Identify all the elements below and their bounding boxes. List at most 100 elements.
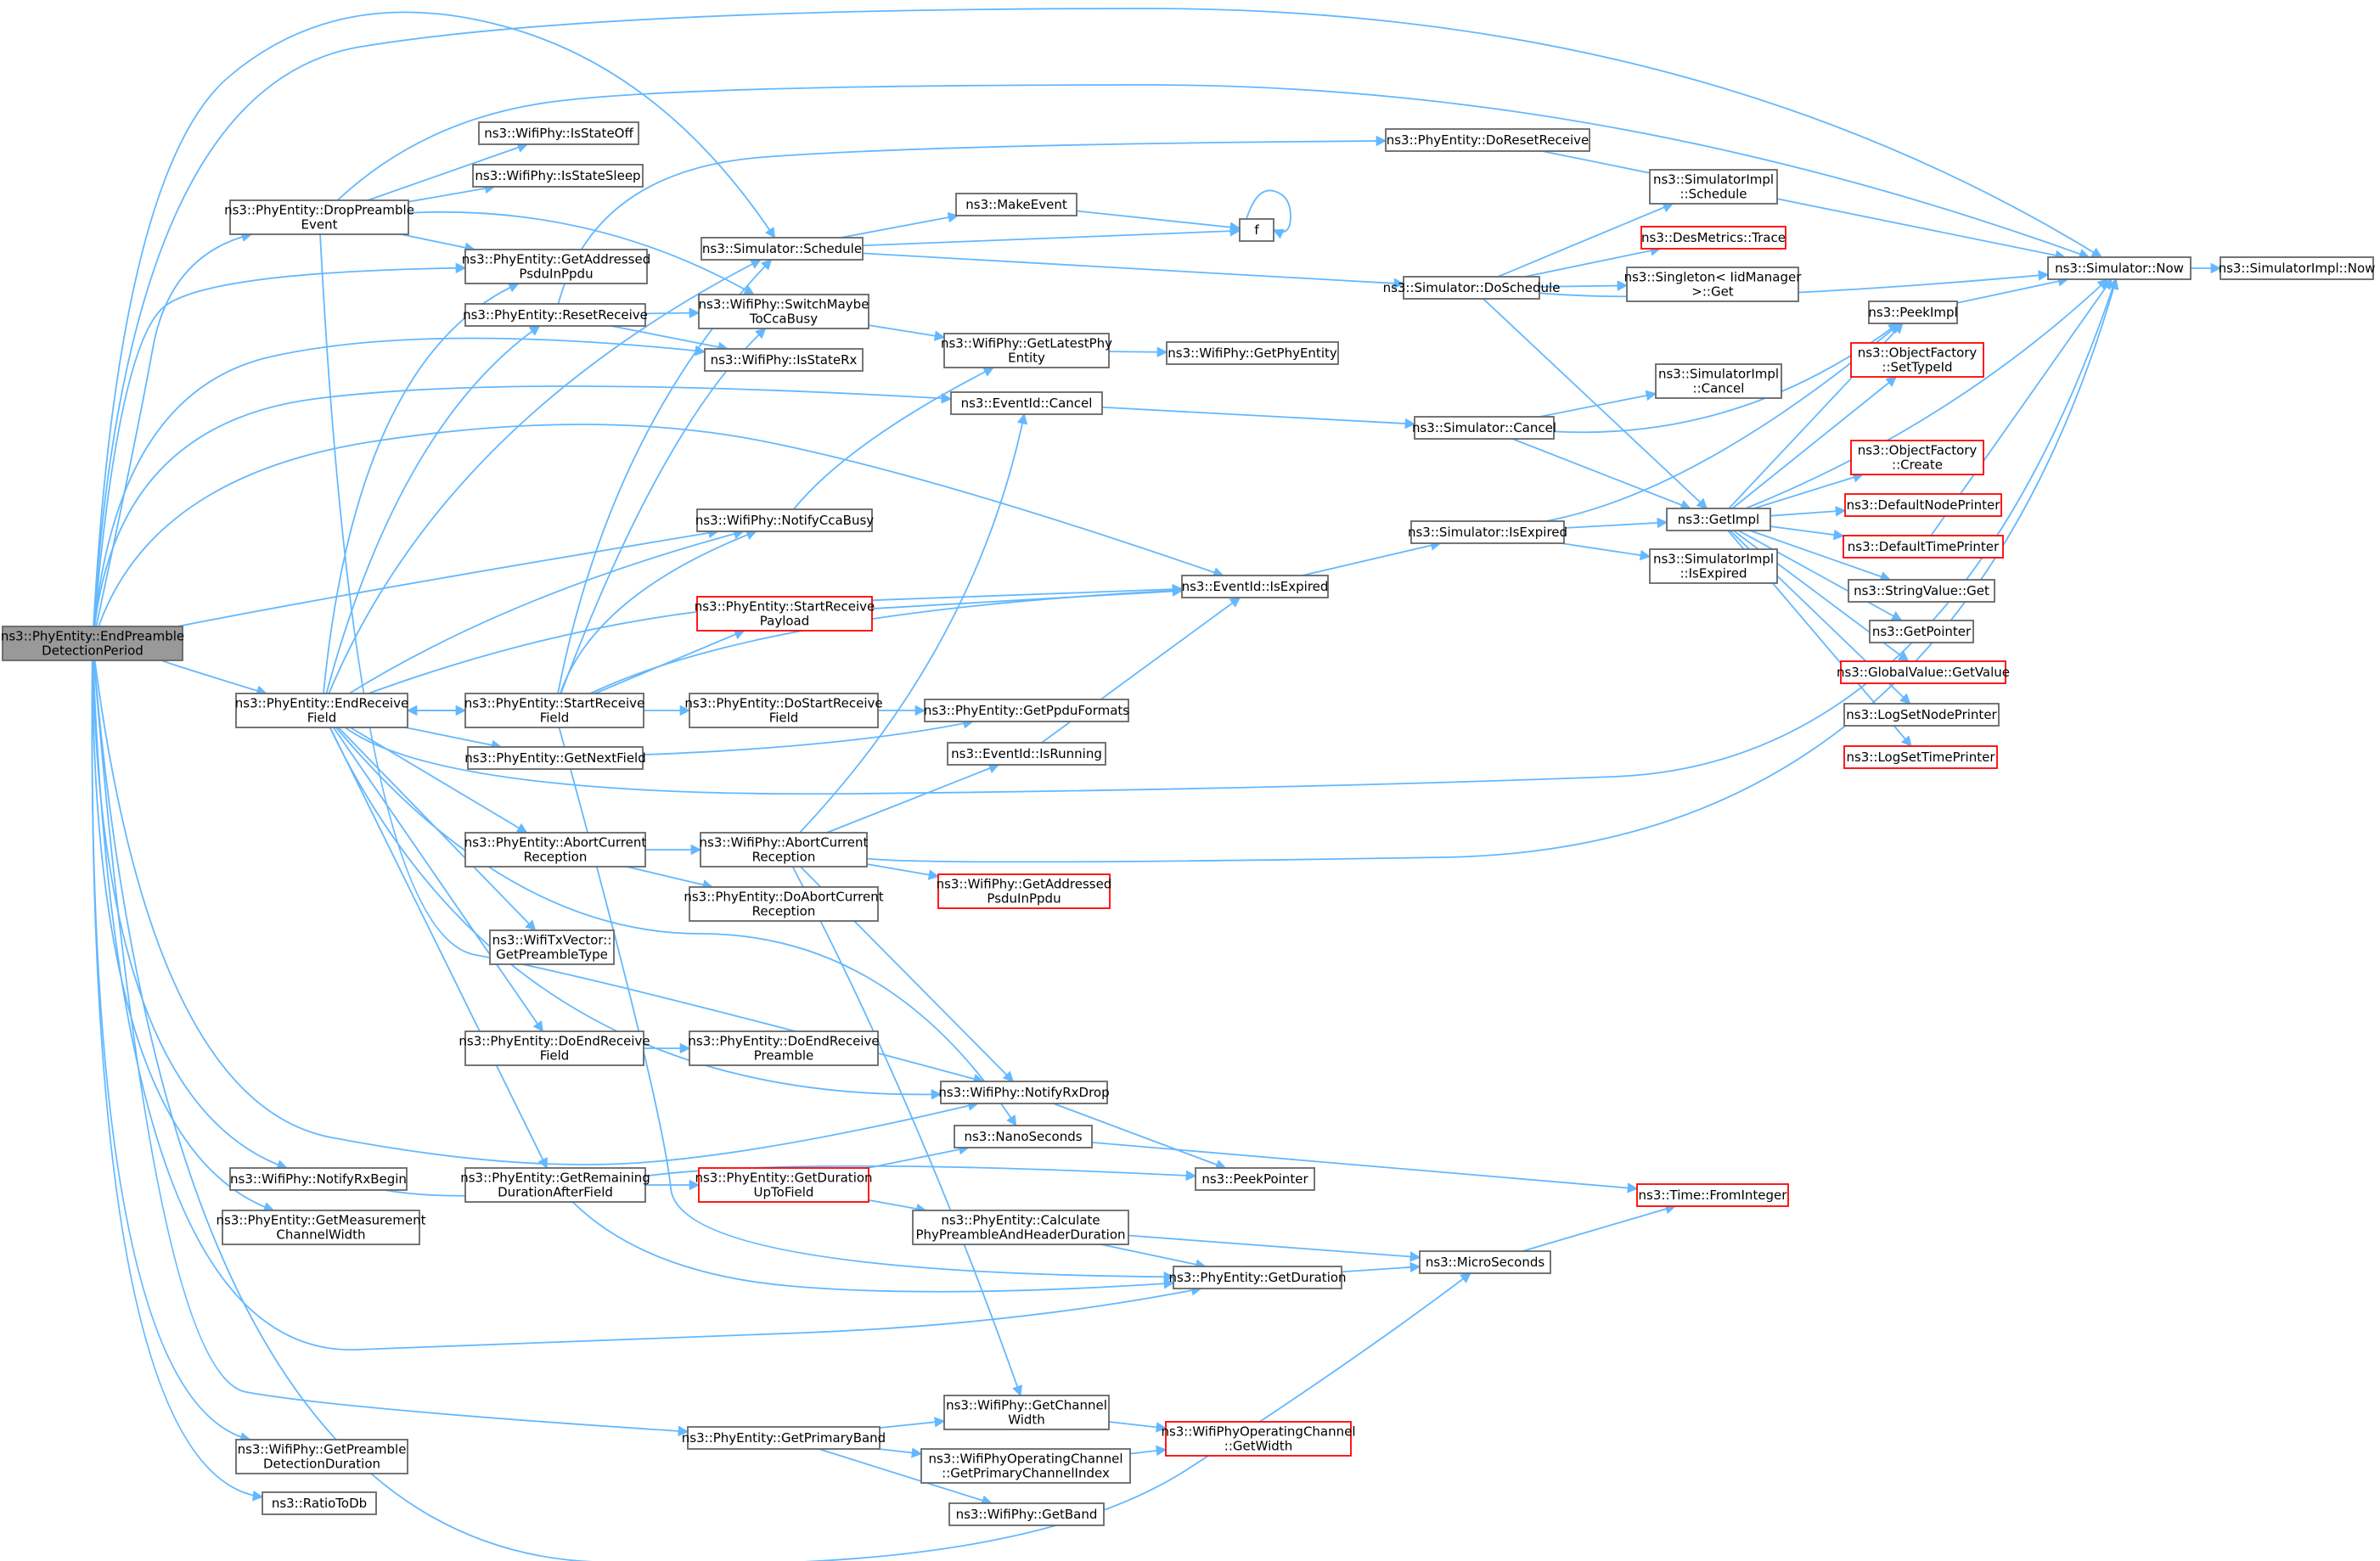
call-edge — [93, 262, 467, 627]
function-node[interactable]: ns3::DefaultTimePrinter — [1843, 535, 2004, 559]
function-node[interactable]: ns3::PeekImpl — [1868, 300, 1958, 324]
function-node-label: ns3::Time::FromInteger — [1639, 1188, 1788, 1203]
function-node[interactable]: ns3::WifiPhy::IsStateRx — [704, 348, 864, 372]
function-node-label: ns3::PhyEntity::GetPpduFormats — [924, 703, 1129, 718]
function-node[interactable]: ns3::PhyEntity::GetDuration — [1168, 1266, 1347, 1289]
function-node[interactable]: ns3::SimulatorImpl::Cancel — [1655, 363, 1782, 399]
function-node[interactable]: ns3::LogSetNodePrinter — [1843, 703, 2000, 727]
function-node[interactable]: ns3::PhyEntity::CalculatePhyPreambleAndH… — [912, 1210, 1129, 1245]
function-node[interactable]: ns3::MakeEvent — [955, 193, 1077, 216]
function-node[interactable]: ns3::WifiPhy::GetPhyEntity — [1166, 341, 1339, 365]
function-node[interactable]: ns3::SimulatorImpl::Now — [2219, 256, 2376, 280]
function-node[interactable]: ns3::WifiPhy::IsStateSleep — [472, 164, 644, 188]
function-node[interactable]: ns3::LogSetTimePrinter — [1843, 745, 1998, 769]
function-node[interactable]: ns3::WifiPhy::NotifyCcaBusy — [695, 508, 874, 532]
function-node[interactable]: ns3::PhyEntity::ResetReceive — [463, 303, 648, 327]
function-node[interactable]: ns3::WifiPhy::IsStateOff — [478, 121, 639, 145]
function-node[interactable]: ns3::WifiPhy::NotifyRxBegin — [229, 1167, 408, 1191]
call-edge — [1246, 189, 1291, 239]
function-node-label: ns3::PhyEntity::GetNextField — [464, 750, 646, 766]
call-edge — [1302, 540, 1442, 576]
function-node[interactable]: ns3::GlobalValue::GetValue — [1837, 660, 2010, 684]
function-node[interactable]: ns3::PhyEntity::GetPrimaryBand — [682, 1426, 886, 1450]
function-node[interactable]: ns3::PhyEntity::DoResetReceive — [1385, 128, 1590, 152]
call-edge — [1483, 298, 1708, 509]
function-node[interactable]: ns3::MicroSeconds — [1419, 1250, 1551, 1274]
function-node[interactable]: ns3::EventId::IsRunning — [947, 742, 1106, 766]
call-edge — [1745, 278, 2109, 509]
function-node-label: ns3::PhyEntity::StartReceive — [695, 599, 875, 615]
function-node-label: ns3::DefaultNodePrinter — [1847, 497, 2001, 513]
function-node-label: ns3::Singleton< IidManager — [1624, 270, 1803, 285]
function-node[interactable]: ns3::SimulatorImpl::Schedule — [1649, 169, 1778, 205]
function-node[interactable]: ns3::PhyEntity::GetPpduFormats — [924, 699, 1129, 722]
function-node[interactable]: ns3::Time::FromInteger — [1636, 1183, 1789, 1207]
function-node[interactable]: ns3::Simulator::Cancel — [1412, 416, 1556, 440]
function-node[interactable]: ns3::Simulator::Now — [2047, 256, 2192, 280]
function-node[interactable]: ns3::Singleton< IidManager>::Get — [1624, 267, 1803, 302]
function-node[interactable]: ns3::Simulator::DoSchedule — [1383, 276, 1561, 300]
function-node[interactable]: ns3::PhyEntity::GetMeasurementChannelWid… — [217, 1210, 426, 1245]
function-node[interactable]: ns3::WifiPhy::GetBand — [948, 1502, 1105, 1526]
function-node[interactable]: ns3::SimulatorImpl::IsExpired — [1649, 548, 1778, 584]
function-node[interactable]: ns3::ObjectFactory::SetTypeId — [1850, 342, 1984, 378]
function-node[interactable]: ns3::Simulator::IsExpired — [1408, 520, 1567, 544]
function-node[interactable]: ns3::PeekPointer — [1195, 1167, 1315, 1191]
function-node[interactable]: ns3::WifiPhy::GetPreambleDetectionDurati… — [235, 1439, 408, 1474]
function-node-label: ns3::PhyEntity::DoEndReceive — [459, 1034, 650, 1049]
function-node-label: ns3::PeekImpl — [1868, 305, 1957, 320]
function-node[interactable]: ns3::PhyEntity::GetNextField — [464, 746, 646, 770]
function-node[interactable]: ns3::StringValue::Get — [1848, 579, 1995, 603]
function-node[interactable]: ns3::PhyEntity::EndPreambleDetectionPeri… — [1, 626, 184, 661]
function-node[interactable]: ns3::WifiPhy::NotifyRxDrop — [938, 1081, 1110, 1104]
function-node[interactable]: ns3::WifiPhyOperatingChannel::GetWidth — [1161, 1421, 1356, 1457]
function-node-label: ns3::PhyEntity::EndPreamble — [1, 629, 184, 644]
call-edge — [91, 660, 251, 1443]
function-node-label: ns3::WifiPhy::IsStateOff — [484, 126, 633, 141]
function-node[interactable]: ns3::NanoSeconds — [954, 1125, 1093, 1148]
function-node-box — [950, 391, 1103, 415]
function-node-box — [1419, 1250, 1551, 1274]
function-node-label: Field — [540, 710, 570, 726]
function-node[interactable]: f — [1239, 218, 1274, 242]
function-node-label: ns3::PhyEntity::DoResetReceive — [1387, 132, 1589, 148]
function-node-box — [1848, 579, 1995, 603]
function-node[interactable]: ns3::EventId::IsExpired — [1181, 575, 1329, 598]
call-edge — [862, 225, 1241, 247]
function-node[interactable]: ns3::GetImpl — [1666, 508, 1771, 531]
function-node-label: ns3::EventId::IsExpired — [1182, 579, 1329, 594]
call-edge — [791, 866, 1023, 1397]
call-edge — [866, 863, 940, 880]
function-node-box — [700, 237, 864, 261]
function-node[interactable]: ns3::WifiTxVector::GetPreambleType — [489, 929, 615, 965]
function-node[interactable]: ns3::RatioToDb — [262, 1491, 377, 1515]
function-node[interactable]: ns3::DefaultNodePrinter — [1844, 493, 2002, 517]
call-edge — [868, 324, 946, 341]
function-node[interactable]: ns3::WifiPhyOperatingChannel::GetPrimary… — [920, 1448, 1131, 1484]
function-node[interactable]: ns3::ObjectFactory::Create — [1850, 440, 1984, 475]
function-node-box — [262, 1491, 377, 1515]
function-node[interactable]: ns3::PhyEntity::GetRemainingDurationAfte… — [460, 1167, 650, 1203]
function-node[interactable]: ns3::DesMetrics::Trace — [1640, 226, 1786, 250]
call-edge — [1561, 542, 1651, 561]
function-node-label: >::Get — [1691, 284, 1734, 300]
function-node[interactable]: ns3::GetPointer — [1869, 620, 1974, 643]
function-node[interactable]: ns3::EventId::Cancel — [950, 391, 1103, 415]
function-node[interactable]: ns3::Simulator::Schedule — [700, 237, 864, 261]
